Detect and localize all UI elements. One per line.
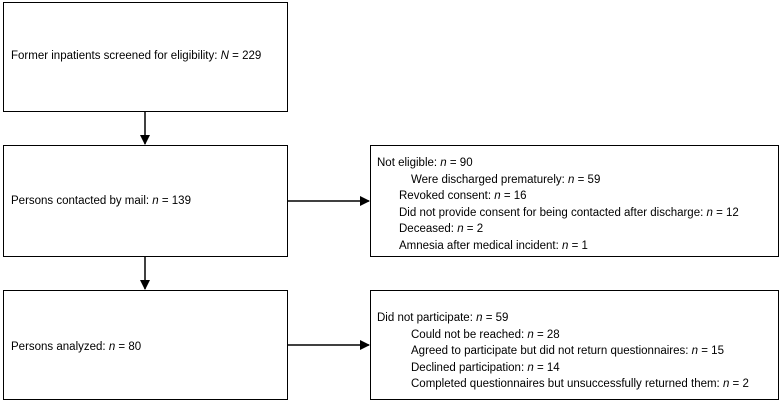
did-not-participate-header: Did not participate: n = 59 (377, 312, 509, 324)
analyzed-box: Persons analyzed: n = 80 (3, 290, 288, 400)
screened-box: Former inpatients screened for eligibili… (3, 2, 288, 112)
did-not-participate-item: Completed questionnaires but unsuccessfu… (411, 378, 749, 391)
not-eligible-header: Not eligible: n = 90 (377, 157, 473, 169)
not-eligible-item: Deceased: n = 2 (399, 223, 484, 236)
not-eligible-list: Not eligible: n = 90 Were discharged pre… (377, 155, 739, 255)
contacted-box: Persons contacted by mail: n = 139 (3, 145, 288, 257)
analyzed-label: Persons analyzed: n = 80 (11, 341, 142, 353)
not-eligible-box: Not eligible: n = 90 Were discharged pre… (370, 145, 779, 257)
did-not-participate-item: Could not be reached: n = 28 (411, 328, 560, 341)
not-eligible-item: Amnesia after medical incident: n = 1 (399, 239, 588, 252)
did-not-participate-list: Did not participate: n = 59 Could not be… (377, 310, 749, 393)
not-eligible-item: Were discharged prematurely: n = 59 (411, 173, 601, 186)
did-not-participate-item: Declined participation: n = 14 (411, 361, 560, 374)
not-eligible-item: Revoked consent: n = 16 (399, 190, 527, 203)
screened-label: Former inpatients screened for eligibili… (11, 50, 262, 62)
did-not-participate-box: Did not participate: n = 59 Could not be… (370, 290, 779, 400)
contacted-label: Persons contacted by mail: n = 139 (11, 195, 191, 207)
not-eligible-item: Did not provide consent for being contac… (399, 206, 739, 219)
did-not-participate-item: Agreed to participate but did not return… (411, 345, 724, 358)
